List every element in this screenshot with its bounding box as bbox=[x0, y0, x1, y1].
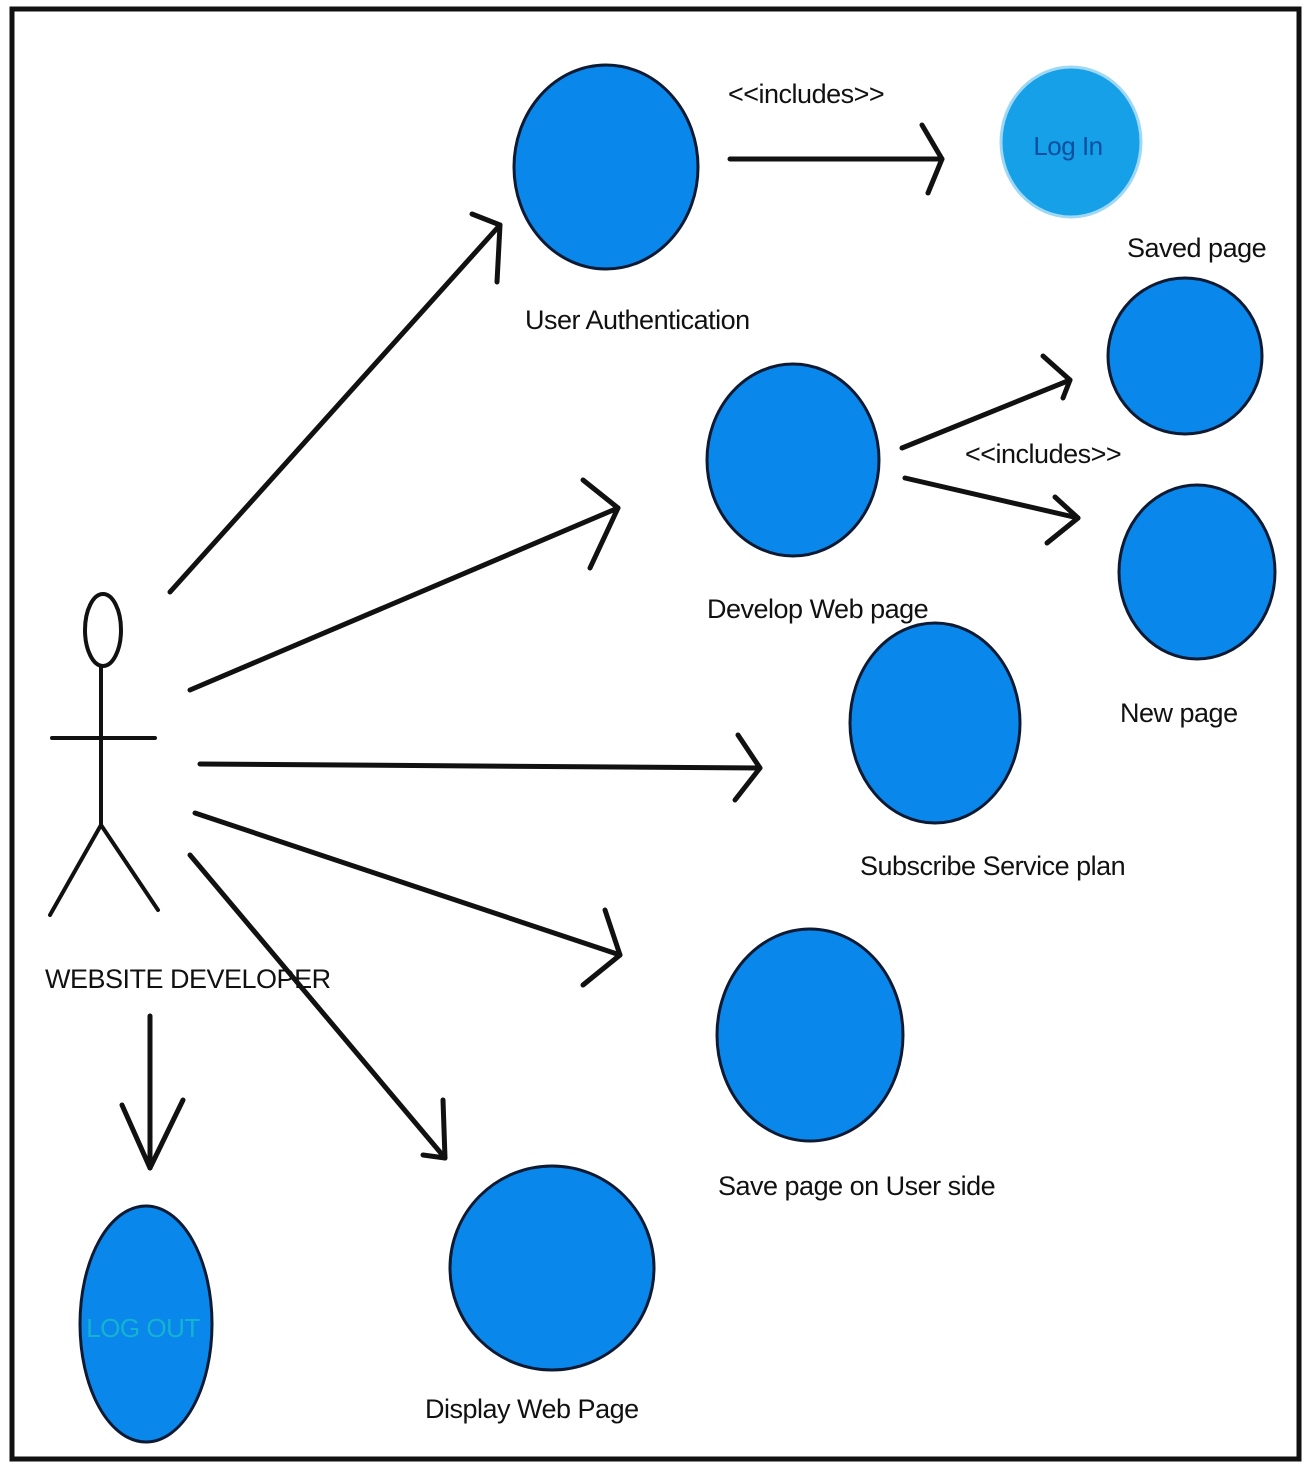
log-out-label: LOG OUT bbox=[86, 1313, 200, 1343]
includes-label-log-in: <<includes>> bbox=[728, 79, 884, 109]
save-page-user-side-label: Save page on User side bbox=[718, 1171, 995, 1201]
log-in-label: Log In bbox=[1033, 131, 1102, 161]
arrow-to-subscribe-service-plan bbox=[197, 732, 763, 803]
use-case-subscribe-service-plan bbox=[848, 621, 1022, 825]
saved-page-label: Saved page bbox=[1127, 233, 1266, 263]
includes-label-pages: <<includes>> bbox=[965, 439, 1121, 469]
new-page-label: New page bbox=[1120, 698, 1238, 728]
include-arrow-new-page bbox=[902, 475, 1081, 546]
arrow-to-develop-web-page bbox=[187, 477, 621, 693]
include-arrow-saved-page bbox=[899, 353, 1073, 451]
arrow-to-user-authentication bbox=[167, 211, 503, 595]
develop-web-page-label: Develop Web page bbox=[707, 594, 928, 624]
arrow-to-display-web-page bbox=[187, 852, 448, 1161]
subscribe-service-plan-label: Subscribe Service plan bbox=[860, 851, 1125, 881]
arrow-to-save-page-user-side bbox=[192, 810, 623, 988]
use-case-display-web-page bbox=[448, 1164, 656, 1372]
use-case-user-authentication bbox=[512, 63, 700, 271]
use-case-log-in bbox=[999, 65, 1143, 219]
use-case-new-page bbox=[1117, 483, 1277, 661]
actor-right-leg bbox=[99, 823, 160, 912]
user-authentication-label: User Authentication bbox=[525, 305, 750, 335]
use-case-saved-page bbox=[1106, 276, 1264, 436]
include-arrow-log-in bbox=[727, 122, 945, 196]
actor-left-leg bbox=[48, 823, 103, 917]
arrow-to-log-out bbox=[119, 1013, 186, 1171]
use-case-save-page-user-side bbox=[715, 927, 905, 1143]
actor-website-developer bbox=[48, 592, 160, 917]
use-case-develop-web-page bbox=[705, 362, 881, 558]
display-web-page-label: Display Web Page bbox=[425, 1394, 639, 1424]
use-case-log-out bbox=[78, 1204, 214, 1444]
